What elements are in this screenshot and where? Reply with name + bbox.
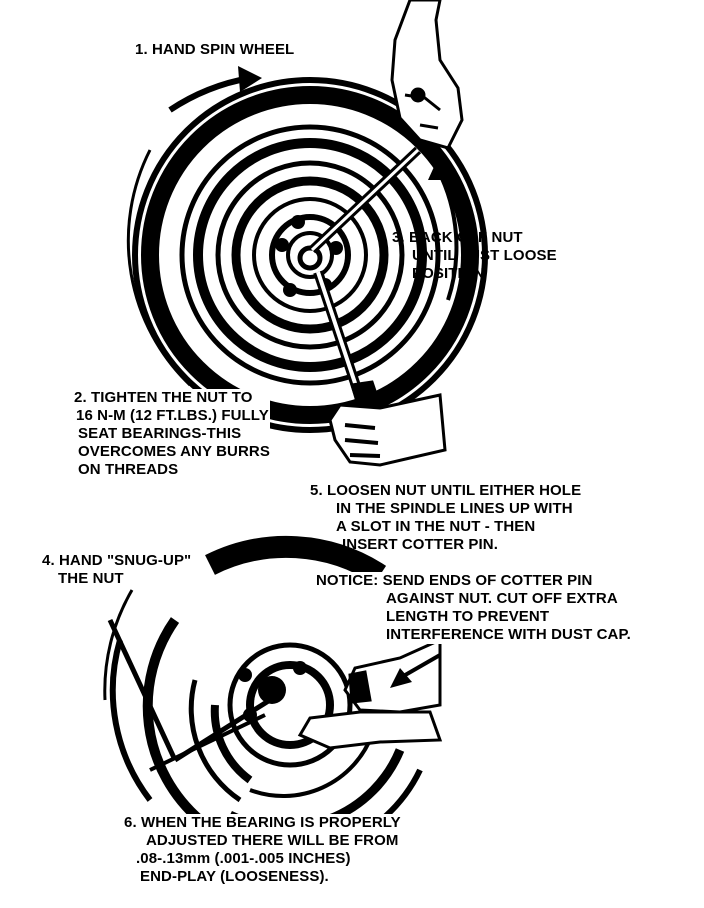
step-5-line-2: IN THE SPINDLE LINES UP WITH <box>336 500 573 517</box>
spin-arrow <box>126 66 262 387</box>
step-2-line-3: SEAT BEARINGS-THIS <box>78 425 242 442</box>
step-4-label: 4. HAND "SNUG-UP" THE NUT <box>42 552 192 588</box>
step-6-line-2: ADJUSTED THERE WILL BE FROM <box>146 832 399 849</box>
notice-line-2: AGAINST NUT. CUT OFF EXTRA <box>386 590 618 607</box>
lower-hand <box>328 380 447 467</box>
step-3-label: 3. BACK OFF NUT UNTIL JUST LOOSE POSITIO… <box>392 229 557 283</box>
step-4-line-2: THE NUT <box>58 570 124 587</box>
top-hand <box>390 0 464 150</box>
step-5-line-3: A SLOT IN THE NUT - THEN <box>336 518 536 535</box>
step-2-line-1: 2. TIGHTEN THE NUT TO <box>74 389 253 406</box>
insert-arrow <box>390 653 441 688</box>
step-5-line-4: INSERT COTTER PIN. <box>342 536 498 553</box>
step-2-line-2: 16 N-M (12 FT.LBS.) FULLY <box>76 407 269 424</box>
step-6-line-3: .08-.13mm (.001-.005 INCHES) <box>136 850 351 867</box>
notice-line-3: LENGTH TO PREVENT <box>386 608 550 625</box>
step-2-label: 2. TIGHTEN THE NUT TO 16 N-M (12 FT.LBS.… <box>74 389 270 479</box>
notice-line-4: INTERFERENCE WITH DUST CAP. <box>386 626 631 643</box>
pliers <box>107 618 272 772</box>
step-3-line-3: POSITION <box>412 265 485 282</box>
top-wheel <box>132 77 488 433</box>
wrench <box>308 146 422 394</box>
step-6-line-4: END-PLAY (LOOSENESS). <box>140 868 329 885</box>
back-off-arrow <box>428 158 459 301</box>
bottom-hand <box>297 637 443 750</box>
notice-label: NOTICE: SEND ENDS OF COTTER PIN AGAINST … <box>316 572 631 644</box>
step-5-label: 5. LOOSEN NUT UNTIL EITHER HOLE IN THE S… <box>310 482 581 554</box>
step-2-line-4: OVERCOMES ANY BURRS <box>78 443 270 460</box>
notice-line-1: NOTICE: SEND ENDS OF COTTER PIN <box>316 572 593 589</box>
step-6-line-1: 6. WHEN THE BEARING IS PROPERLY <box>124 814 401 831</box>
step-2-line-5: ON THREADS <box>78 461 179 478</box>
step-3-line-2: UNTIL JUST LOOSE <box>412 247 557 264</box>
step-4-line-1: 4. HAND "SNUG-UP" <box>42 552 192 569</box>
step-5-line-1: 5. LOOSEN NUT UNTIL EITHER HOLE <box>310 482 582 499</box>
step-1-label: 1. HAND SPIN WHEEL <box>135 41 295 58</box>
step-6-label: 6. WHEN THE BEARING IS PROPERLY ADJUSTED… <box>124 814 401 886</box>
step-3-line-1: 3. BACK OFF NUT <box>392 229 523 246</box>
